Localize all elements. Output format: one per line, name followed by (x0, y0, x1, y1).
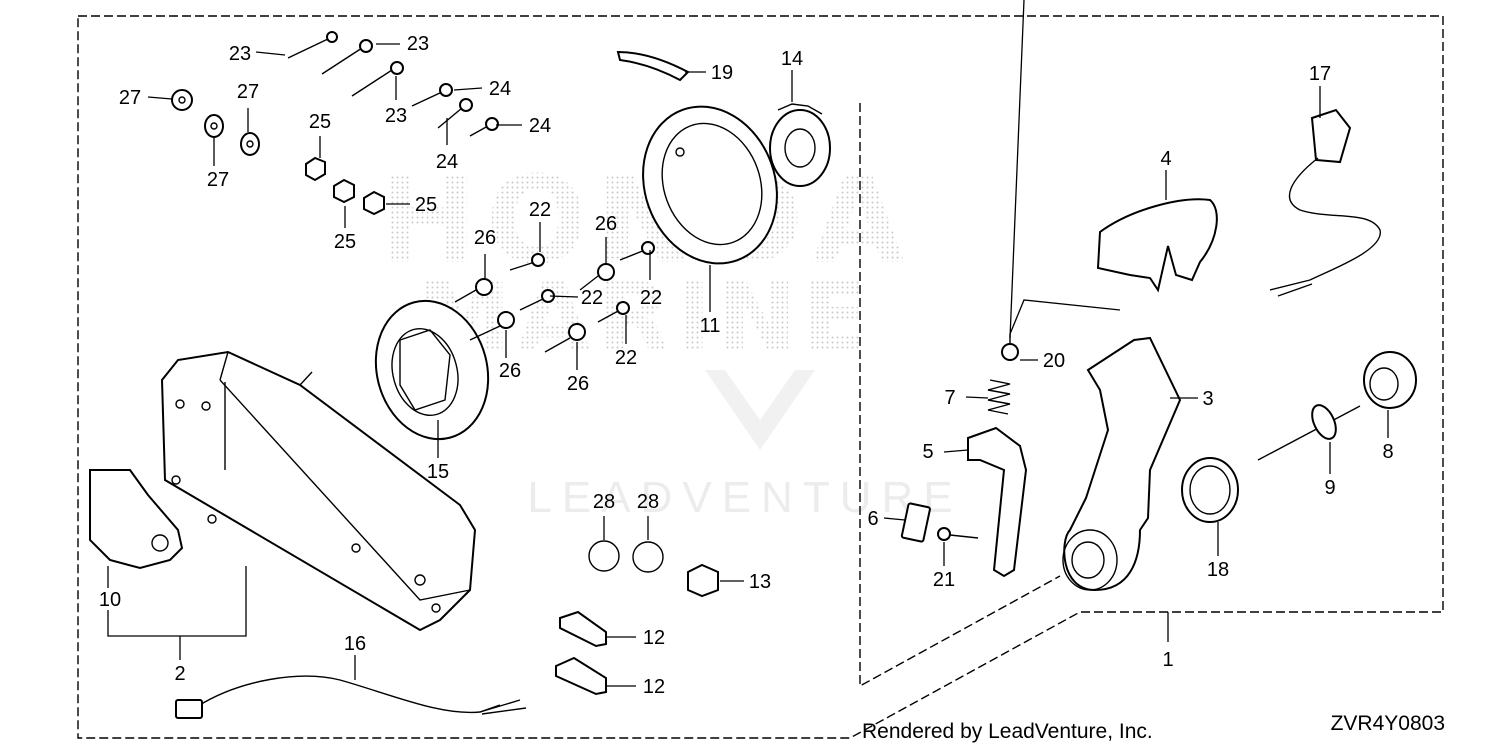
ring-18 (1181, 457, 1239, 523)
bolts-22 (509, 241, 655, 323)
callout-5: 5 (922, 441, 933, 463)
callout-8: 8 (1382, 441, 1393, 463)
lever-3 (1062, 336, 1182, 592)
shaft-9 (1257, 404, 1361, 461)
callout-16: 16 (344, 633, 366, 655)
callout-11: 11 (700, 315, 721, 337)
cap-8 (1363, 351, 1417, 409)
callout-23b: 23 (407, 33, 429, 55)
callout-28b: 28 (637, 491, 659, 513)
inner-frame (859, 103, 1061, 688)
callout-25b: 25 (334, 231, 356, 253)
callout-24a: 24 (489, 78, 511, 100)
callout-27c: 27 (237, 81, 259, 103)
callout-22c: 22 (581, 287, 603, 309)
callout-26b: 26 (595, 213, 617, 235)
spring-7 (987, 379, 1011, 415)
washers-26 (475, 263, 615, 341)
ring (642, 105, 778, 265)
callout-22a: 22 (529, 199, 551, 221)
lever-5 (967, 426, 1028, 578)
gear-plate (374, 299, 490, 441)
callout-24b: 24 (436, 151, 458, 173)
drawing-code: ZVR4Y0803 (1331, 712, 1445, 735)
gear (769, 103, 831, 187)
callout-26d: 26 (567, 373, 589, 395)
control-box-case (160, 350, 477, 632)
bolts-23 (287, 31, 404, 97)
callout-14: 14 (781, 48, 803, 70)
watermark-line2: MARINE (417, 263, 874, 373)
side-cover (89, 469, 184, 570)
link-12-upper (559, 610, 607, 648)
callout-3: 3 (1202, 388, 1213, 410)
callout-25c: 25 (415, 194, 437, 216)
callout-22b: 22 (640, 287, 662, 309)
callout-24c: 24 (529, 115, 551, 137)
callout-4: 4 (1160, 148, 1171, 170)
callout-1: 1 (1162, 649, 1173, 671)
callout-20: 20 (1043, 350, 1065, 372)
callout-27b: 27 (207, 169, 229, 191)
callout-22d: 22 (615, 347, 637, 369)
screw-21 (937, 527, 979, 541)
rendered-by-credit: Rendered by LeadVenture, Inc. (862, 720, 1153, 743)
callout-13: 13 (749, 571, 771, 593)
screws-24 (411, 83, 499, 137)
callout-23a: 23 (229, 43, 251, 65)
callout-17: 17 (1309, 63, 1331, 85)
outer-frame (77, 15, 1444, 739)
block-6 (900, 502, 931, 543)
cover-4 (1096, 198, 1218, 293)
watermark-logo-icon (705, 370, 815, 450)
nuts-25 (305, 156, 385, 216)
callout-9: 9 (1324, 477, 1335, 499)
callout-26c: 26 (499, 360, 521, 382)
callouts: 1 2 3 4 5 6 7 8 9 10 11 12 12 13 14 15 1… (99, 33, 1394, 698)
screw-20 (1001, 334, 1019, 361)
callout-26a: 26 (474, 227, 496, 249)
watermark-brand: LEADVENTURE (527, 473, 962, 522)
callout-27a: 27 (119, 87, 141, 109)
callout-15: 15 (427, 461, 449, 483)
wire-harness (175, 675, 527, 719)
callout-12a: 12 (643, 627, 665, 649)
clips-28 (588, 540, 664, 573)
callout-28a: 28 (593, 491, 615, 513)
clip-strip (616, 50, 690, 82)
callout-19: 19 (711, 62, 733, 84)
callout-10: 10 (99, 589, 121, 611)
callout-12b: 12 (643, 676, 665, 698)
callout-6: 6 (867, 508, 878, 530)
link-12-lower (555, 656, 607, 696)
callout-23c: 23 (385, 105, 407, 127)
callout-21: 21 (933, 569, 955, 591)
switch-17 (1269, 108, 1381, 297)
washers-27 (171, 89, 260, 156)
leader-lines (107, 0, 1389, 687)
callout-25a: 25 (309, 111, 331, 133)
block-13 (687, 563, 719, 598)
callout-18: 18 (1207, 559, 1229, 581)
callout-7: 7 (944, 387, 955, 409)
callout-2: 2 (174, 663, 185, 685)
